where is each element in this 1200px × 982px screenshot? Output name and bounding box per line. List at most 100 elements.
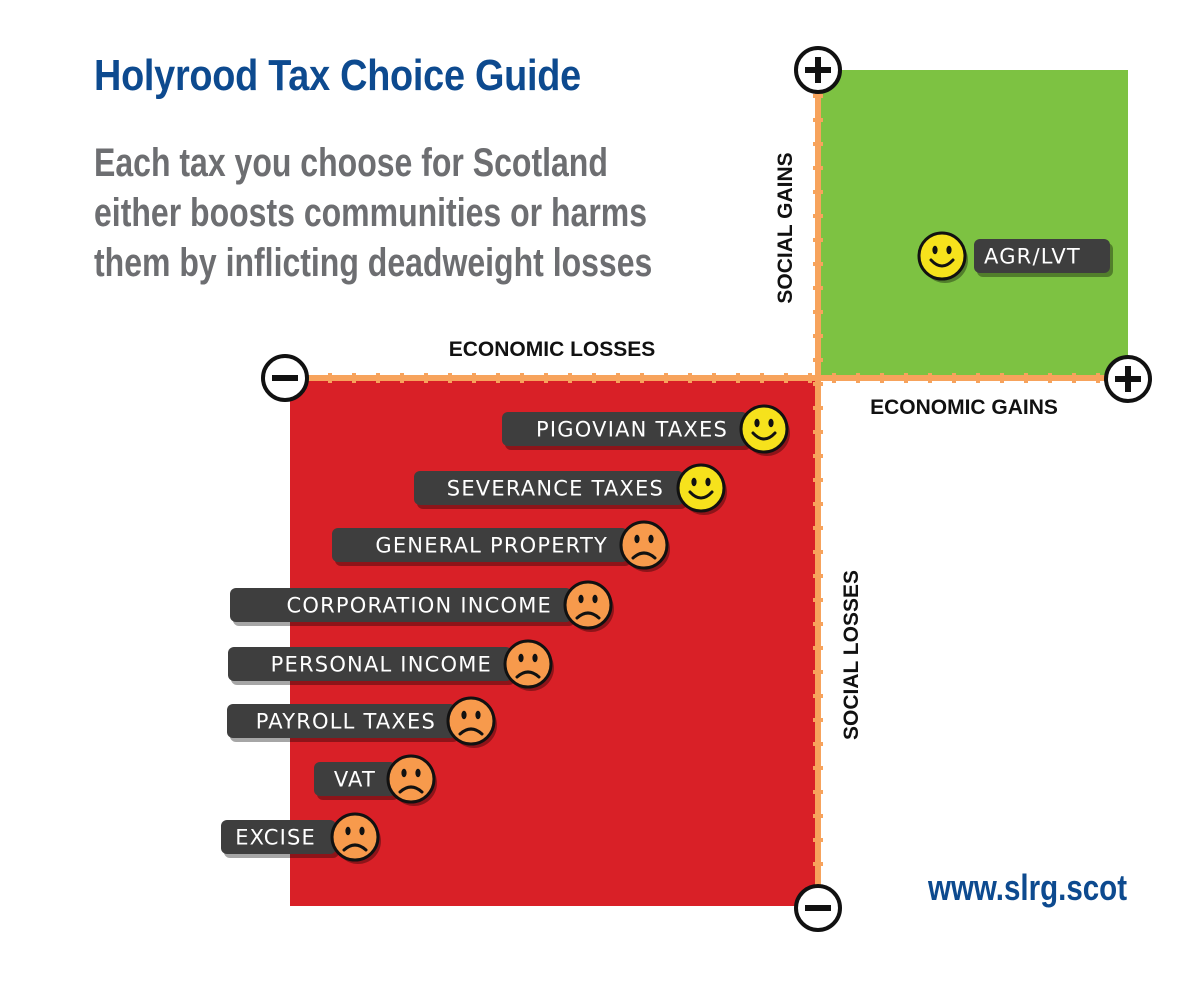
axes [300, 82, 1116, 896]
axis-tick [664, 373, 668, 383]
axis-tick [1000, 373, 1004, 383]
tax-label: GENERAL PROPERTY [375, 534, 608, 558]
axis-tick [813, 814, 823, 818]
happy-face-icon [676, 463, 727, 515]
axis-tick [736, 373, 740, 383]
tax-label-pill [230, 588, 572, 622]
axis-tick [813, 526, 823, 530]
minus-circle-icon [794, 884, 842, 932]
axis-tick [760, 373, 764, 383]
axis-tick [813, 166, 823, 170]
axis-tick [400, 373, 404, 383]
axis-tick [640, 373, 644, 383]
axis-tick [856, 373, 860, 383]
tax-items: AGR/LVT PIGOVIAN TAXES SEVERANCE TAXES GENE… [221, 231, 1113, 864]
tax-label: SEVERANCE TAXES [447, 477, 664, 501]
axis-tick [813, 262, 823, 266]
axis-tick [832, 373, 836, 383]
axis-tick [813, 718, 823, 722]
sad-face-icon [503, 639, 554, 691]
axis-tick [976, 373, 980, 383]
minus-circle-icon [261, 354, 309, 402]
tax-item: GENERAL PROPERTY [332, 520, 670, 572]
plus-circle-icon [1104, 355, 1152, 403]
axis-tick [880, 373, 884, 383]
tax-label: VAT [334, 768, 376, 792]
tax-label: EXCISE [235, 826, 316, 850]
axis-tick [352, 373, 356, 383]
axis-tick [544, 373, 548, 383]
sad-face-icon [619, 520, 670, 572]
axis-tick [712, 373, 716, 383]
axis-tick [813, 358, 823, 362]
axis-tick [808, 373, 812, 383]
axis-tick [813, 550, 823, 554]
tax-label-pill [228, 647, 512, 681]
tax-label-pill [502, 412, 748, 446]
axis-tick [496, 373, 500, 383]
axis-tick [813, 766, 823, 770]
axis-tick [1072, 373, 1076, 383]
tax-item: SEVERANCE TAXES [414, 463, 727, 515]
subtitle-line: them by inflicting deadweight losses [94, 241, 653, 285]
axis-tick [813, 862, 823, 866]
axis-tick [1096, 373, 1100, 383]
axis-tick [1048, 373, 1052, 383]
axis-tick [928, 373, 932, 383]
axis-tick [688, 373, 692, 383]
axis-tick [813, 574, 823, 578]
tax-item: EXCISE [221, 812, 381, 864]
axis-tick [376, 373, 380, 383]
tax-label-pill [414, 471, 684, 505]
tax-label: PIGOVIAN TAXES [536, 418, 728, 442]
axis-tick [616, 373, 620, 383]
axis-tick [448, 373, 452, 383]
losses-quadrant [290, 378, 818, 906]
axis-tick [813, 838, 823, 842]
tax-label-pill [332, 528, 628, 562]
tax-label-pill [227, 704, 456, 738]
tax-item: PIGOVIAN TAXES [502, 404, 790, 456]
axis-tick [813, 646, 823, 650]
tax-item: PERSONAL INCOME [228, 639, 554, 691]
axis-tick [813, 214, 823, 218]
sad-face-icon [330, 812, 381, 864]
sad-face-icon [446, 696, 497, 748]
axis-tick [813, 238, 823, 242]
happy-face-icon [739, 404, 790, 456]
axis-tick [813, 742, 823, 746]
axis-tick [813, 670, 823, 674]
subtitle-line: Each tax you choose for Scotland [94, 141, 608, 185]
gains-quadrant [818, 70, 1128, 378]
axis-tick [813, 790, 823, 794]
plus-circle-icon [794, 46, 842, 94]
axis-tick [904, 373, 908, 383]
tax-label: PERSONAL INCOME [271, 653, 492, 677]
axis-tick [813, 142, 823, 146]
tax-item: AGR/LVT [917, 231, 1113, 283]
tax-item: VAT [314, 754, 437, 806]
sad-face-icon [386, 754, 437, 806]
page-subtitle: Each tax you choose for Scotland either … [94, 138, 652, 288]
axis-tick [568, 373, 572, 383]
axis-tick [813, 334, 823, 338]
axis-tick [813, 286, 823, 290]
axis-tick [813, 382, 823, 386]
website-url: www.slrg.scot [928, 867, 1128, 908]
axis-tick [784, 373, 788, 383]
subtitle-line: either boosts communities or harms [94, 191, 648, 235]
axis-tick [813, 598, 823, 602]
axis-ticks [328, 94, 1100, 866]
tax-label-pill [314, 762, 396, 796]
tax-label: AGR/LVT [984, 245, 1081, 269]
axis-tick [813, 502, 823, 506]
axis-tick [592, 373, 596, 383]
axis-tick [813, 454, 823, 458]
tax-label: PAYROLL TAXES [256, 710, 436, 734]
axis-tick [952, 373, 956, 383]
tax-label: CORPORATION INCOME [287, 594, 552, 618]
axis-tick [813, 118, 823, 122]
axis-tick [424, 373, 428, 383]
economic-losses-label: ECONOMIC LOSSES [449, 338, 656, 361]
tax-label-pill [974, 239, 1110, 273]
